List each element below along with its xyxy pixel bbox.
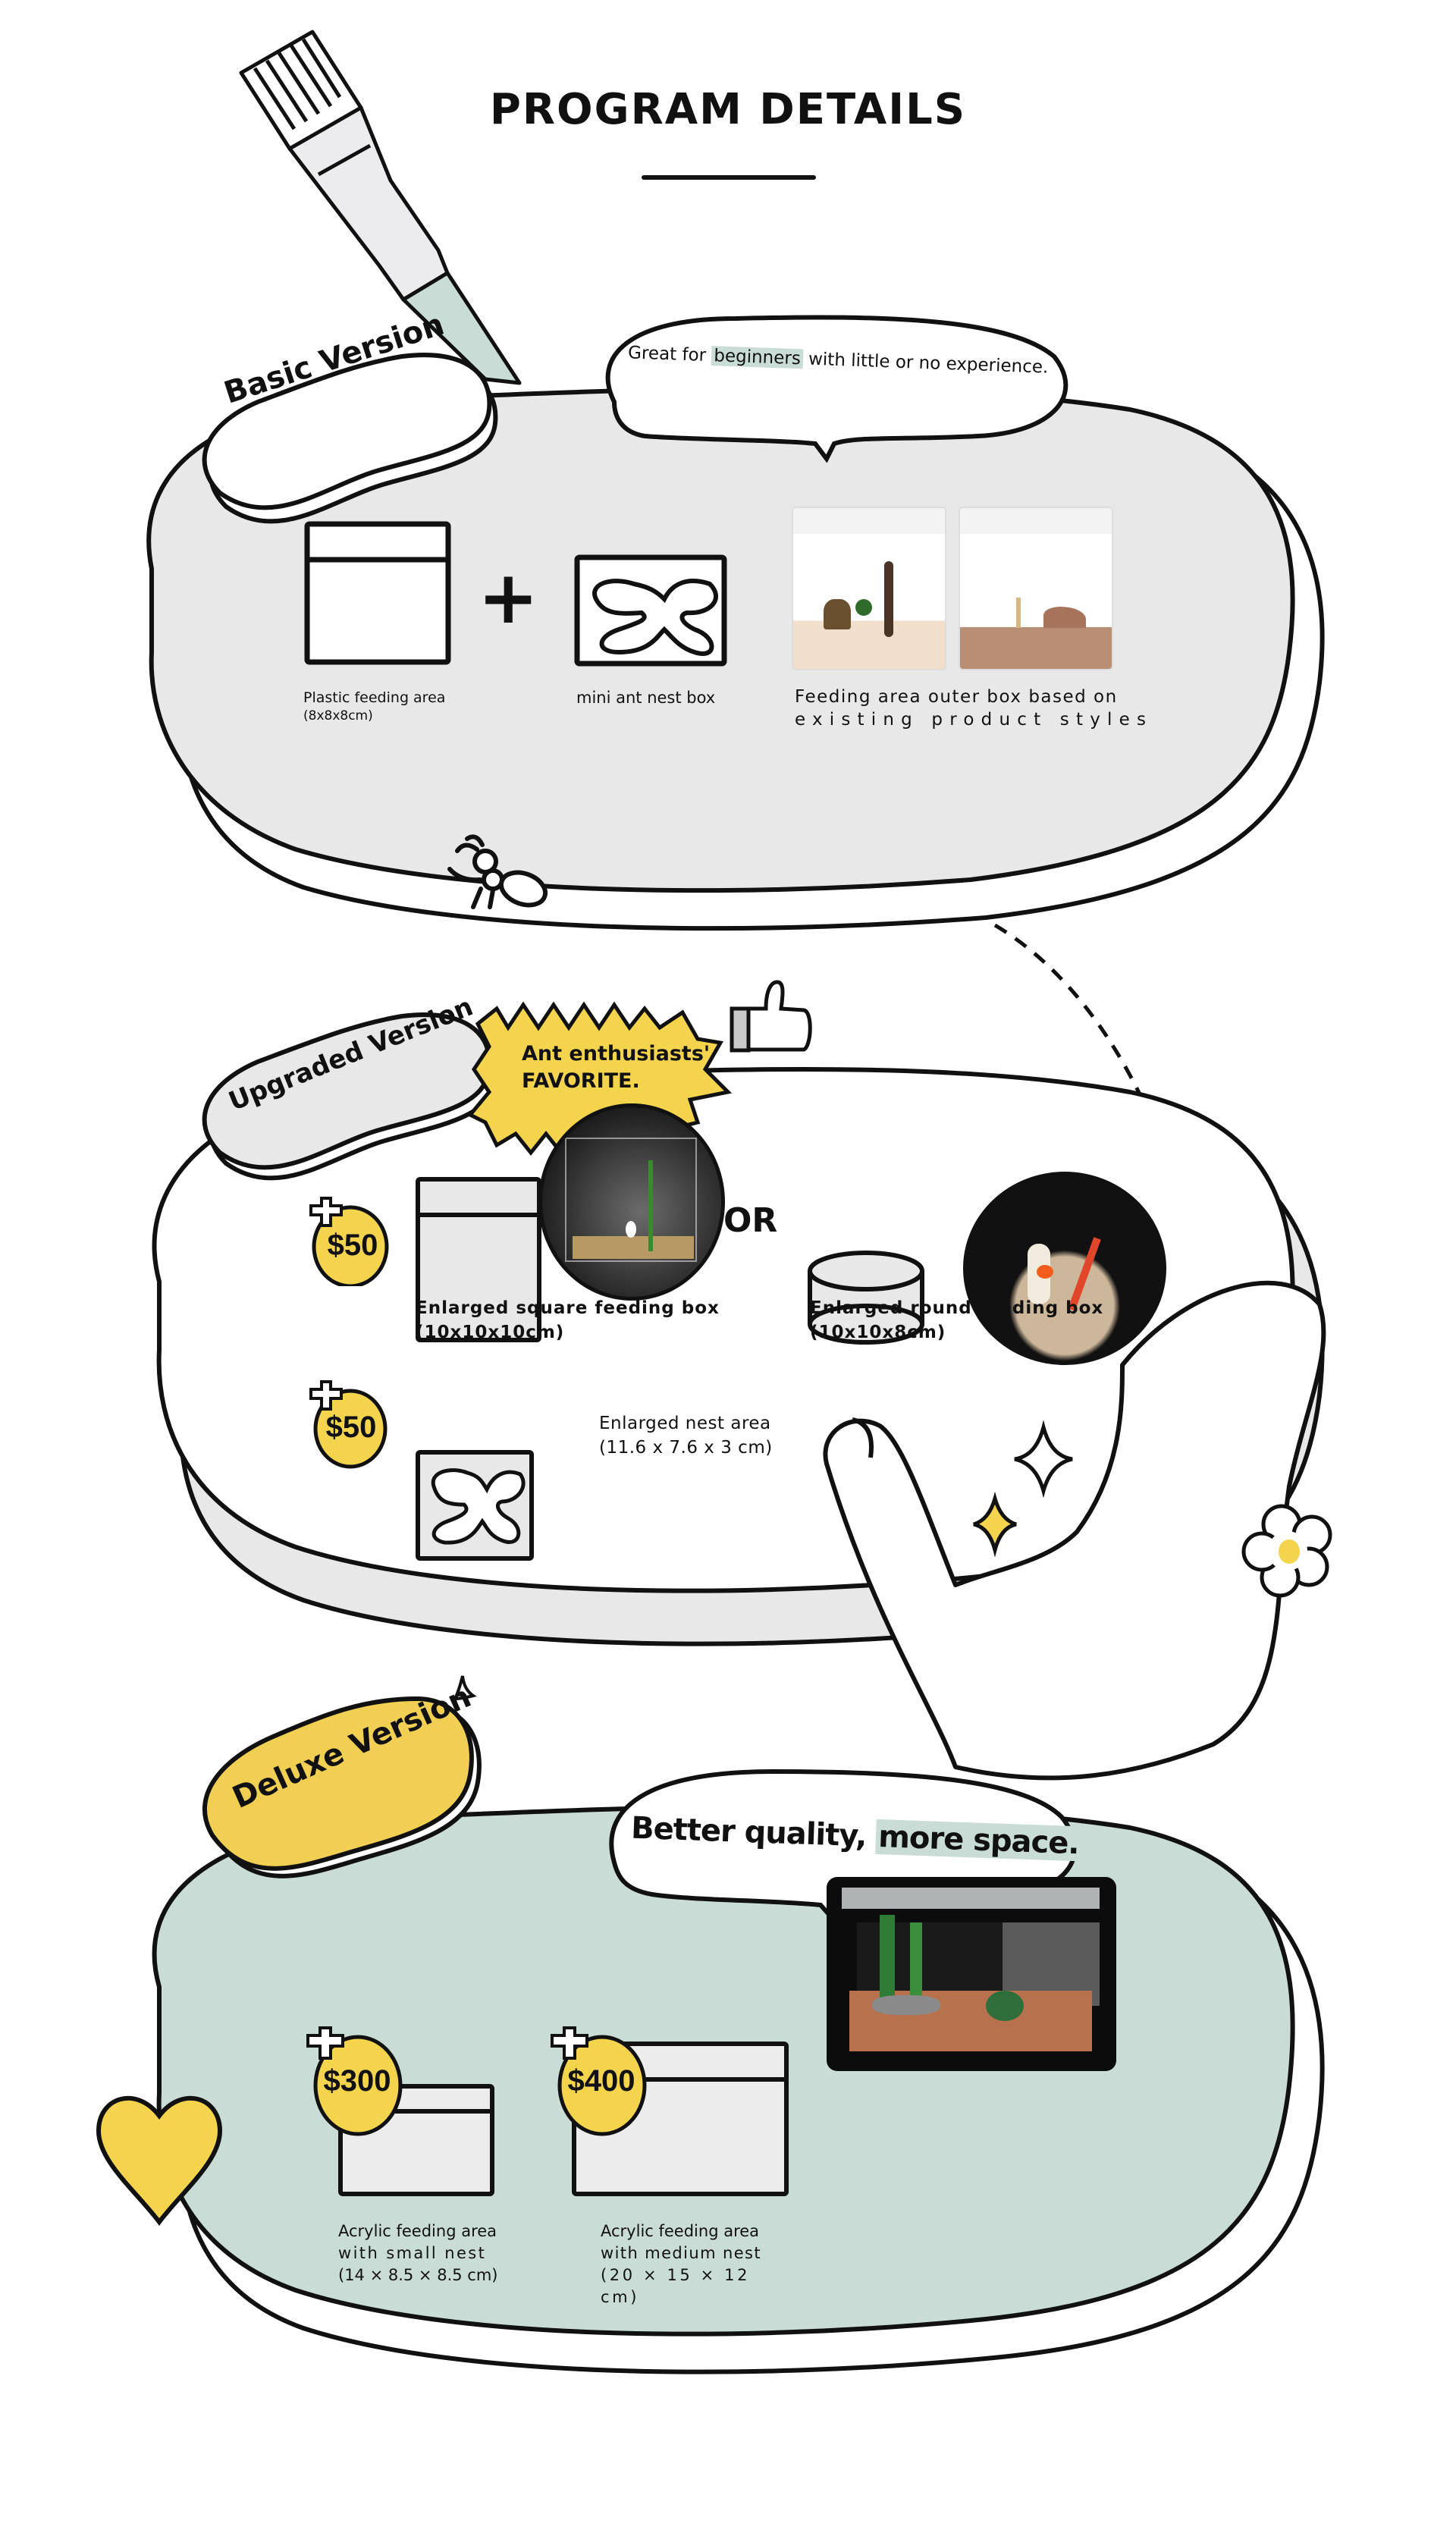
- basic-speech-bubble: [605, 315, 1068, 463]
- bubble-highlight: beginners: [711, 346, 804, 369]
- upgraded-option-3-name: Enlarged nest area: [599, 1414, 771, 1433]
- burst-line-1: Ant enthusiasts': [522, 1042, 711, 1066]
- round-box-icon: [808, 1251, 924, 1345]
- deluxe-option-2-desc: Acrylic feeding area with medium nest (2…: [601, 2220, 783, 2308]
- round-box-photo: [963, 1172, 1166, 1365]
- favorite-burst-text: Ant enthusiasts' FAVORITE.: [522, 1040, 710, 1095]
- upgraded-option-1-price: $50: [327, 1229, 378, 1262]
- page-title: PROGRAM DETAILS: [489, 85, 967, 134]
- deluxe-option-1-desc: Acrylic feeding area with small nest (14…: [338, 2220, 513, 2286]
- square-box-photo: [538, 1103, 725, 1301]
- basic-item-1-size: (8x8x8cm): [303, 708, 373, 723]
- ant-icon: [447, 834, 548, 909]
- thumbs-up-icon: [730, 980, 812, 1053]
- plus-icon: +: [478, 555, 539, 640]
- heart-icon: [96, 2095, 223, 2226]
- hand-illustration: [823, 1280, 1326, 1781]
- burst-line-2: FAVORITE.: [522, 1069, 640, 1093]
- price-tag-shape: [309, 1380, 388, 1469]
- product-photo-desert: [792, 507, 946, 670]
- upgraded-option-2-size: (10x10x8cm): [810, 1323, 946, 1342]
- or-separator: OR: [723, 1201, 778, 1240]
- deluxe-product-photo: [827, 1877, 1116, 2071]
- basic-item-3-name-line2: existing product styles: [795, 710, 1153, 730]
- upgraded-option-1-size: (10x10x10cm): [416, 1323, 565, 1342]
- upgraded-option-3-size: (11.6 x 7.6 x 3 cm): [599, 1438, 773, 1458]
- flower-icon: [1241, 1504, 1332, 1598]
- option-line-1: Acrylic feeding area: [601, 2222, 760, 2240]
- option-line-2: with medium nest: [601, 2244, 762, 2262]
- option-line-2: with small nest: [338, 2244, 487, 2262]
- square-box-icon: [304, 521, 451, 665]
- deluxe-option-1-price: $300: [323, 2064, 391, 2098]
- upgraded-badge-shape: [202, 1012, 498, 1181]
- upgraded-option-1-name: Enlarged square feeding box: [416, 1298, 720, 1318]
- basic-item-1-name: Plastic feeding area: [303, 689, 446, 706]
- ant-nest-icon: [574, 554, 727, 667]
- price-tag-shape: [551, 2026, 647, 2136]
- option-size: (20 × 15 × 12 cm): [601, 2266, 751, 2306]
- upgraded-option-2-name: Enlarged round feeding box: [810, 1298, 1104, 1318]
- option-size: (14 × 8.5 × 8.5 cm): [338, 2266, 498, 2284]
- basic-item-2-name: mini ant nest box: [576, 689, 716, 707]
- option-line-1: Acrylic feeding area: [338, 2222, 497, 2240]
- price-tag-shape: [309, 1197, 389, 1286]
- paintbrush-icon: [239, 30, 522, 385]
- basic-item-3-name: Feeding area outer box based on: [795, 687, 1118, 707]
- deluxe-option-2-price: $400: [567, 2064, 635, 2098]
- title-underline: [642, 175, 816, 180]
- upgraded-option-3-price: $50: [325, 1411, 377, 1444]
- ant-nest-icon: [416, 1450, 534, 1561]
- square-box-icon: [416, 1177, 541, 1342]
- deluxe-badge-shape: [202, 1675, 482, 1878]
- sparkle-icon: [1014, 1420, 1073, 1499]
- basic-badge-shape: [202, 353, 498, 524]
- bubble-highlight: more space.: [875, 1819, 1082, 1862]
- sparkle-yellow-icon: [973, 1491, 1017, 1558]
- dashed-connector: [993, 923, 1155, 1123]
- product-photo-sand: [959, 507, 1113, 670]
- bubble-text-prefix: Great for: [627, 343, 712, 366]
- price-tag-shape: [306, 2026, 403, 2136]
